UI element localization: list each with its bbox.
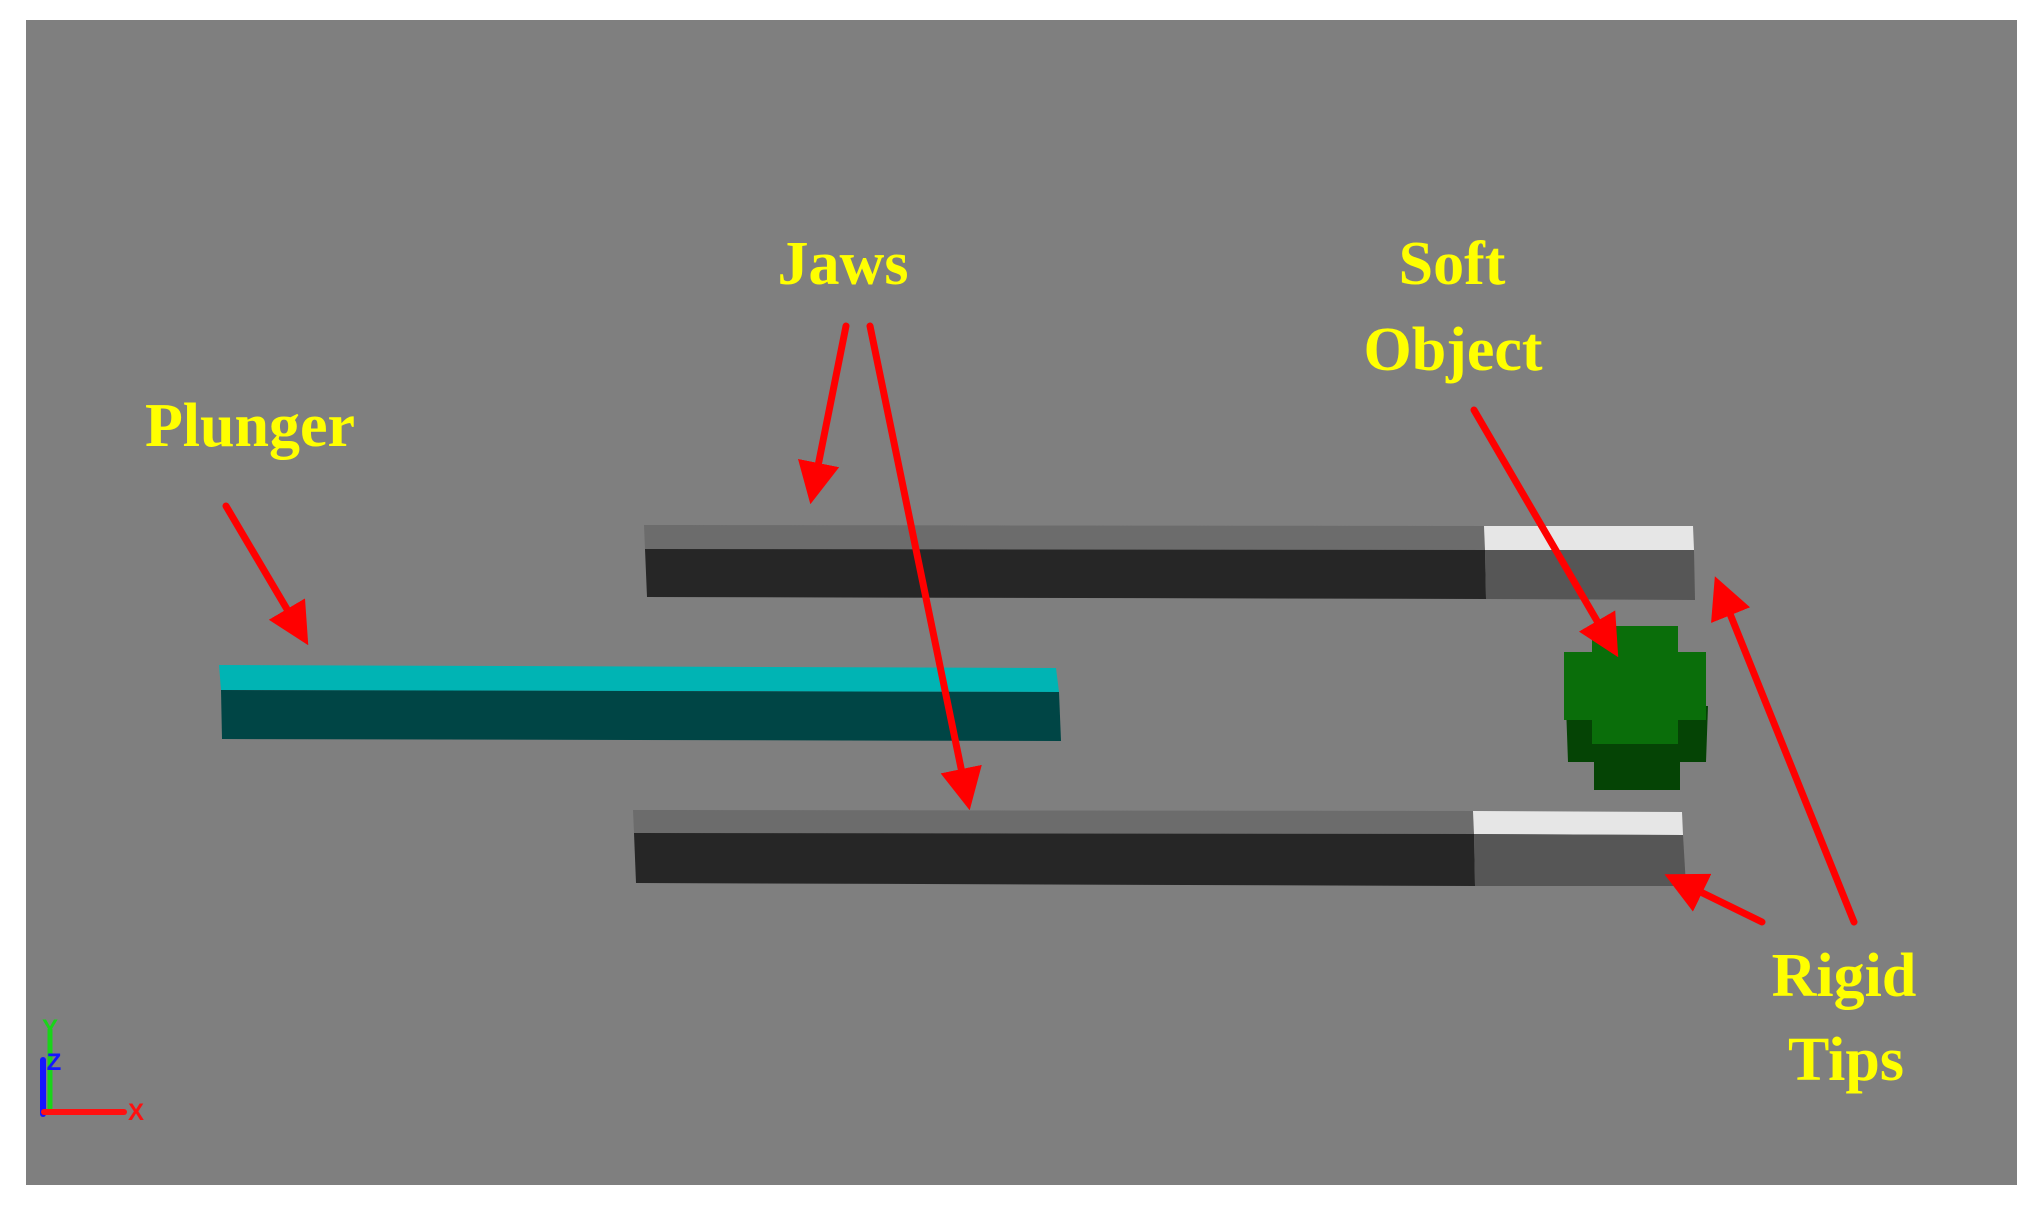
upper-jaw-front-face (645, 549, 1486, 599)
lower-rigid-tip-front-face (1474, 834, 1686, 886)
rigid-tips-label-line2: Tips (1788, 1026, 1904, 1094)
plunger-top-face (219, 665, 1059, 692)
plunger-label: Plunger (145, 392, 355, 460)
annotation-arrows (222, 322, 1858, 926)
upper-jaw-top-face (644, 525, 1485, 550)
upper-rigid-tip-top-face (1484, 526, 1694, 550)
jaws-arrow-upper (797, 322, 850, 505)
xyz-axis-triad-icon: X Y Z (40, 1015, 144, 1126)
annotation-labels: Jaws Soft Object Plunger Rigid Tips (145, 230, 1916, 1094)
lower-jaw-front-face (634, 833, 1475, 886)
jaws-arrow-lower (866, 322, 982, 811)
viewport-fill (26, 20, 2017, 1185)
lower-jaw-top-face (633, 810, 1474, 834)
rigid-tips-label-line1: Rigid (1772, 942, 1917, 1010)
upper-jaw (644, 525, 1695, 600)
plunger-arrow (222, 502, 309, 646)
axis-y-label: Y (42, 1015, 58, 1042)
lower-rigid-tip-top-face (1473, 811, 1683, 835)
rigid-tips-arrow-lower (1664, 873, 1766, 926)
soft-object-label-line1: Soft (1399, 230, 1506, 298)
jaws-label: Jaws (778, 230, 909, 298)
rigid-tips-arrow-upper (1711, 576, 1858, 926)
upper-rigid-tip-front-face (1485, 550, 1695, 600)
plunger-bar (219, 665, 1061, 741)
axis-x-label: X (128, 1099, 144, 1126)
plunger-front-face (221, 690, 1061, 741)
soft-object-arrow (1470, 406, 1619, 658)
axis-z-label: Z (47, 1049, 62, 1076)
soft-object-label-line2: Object (1363, 316, 1542, 384)
lower-jaw (633, 810, 1686, 886)
